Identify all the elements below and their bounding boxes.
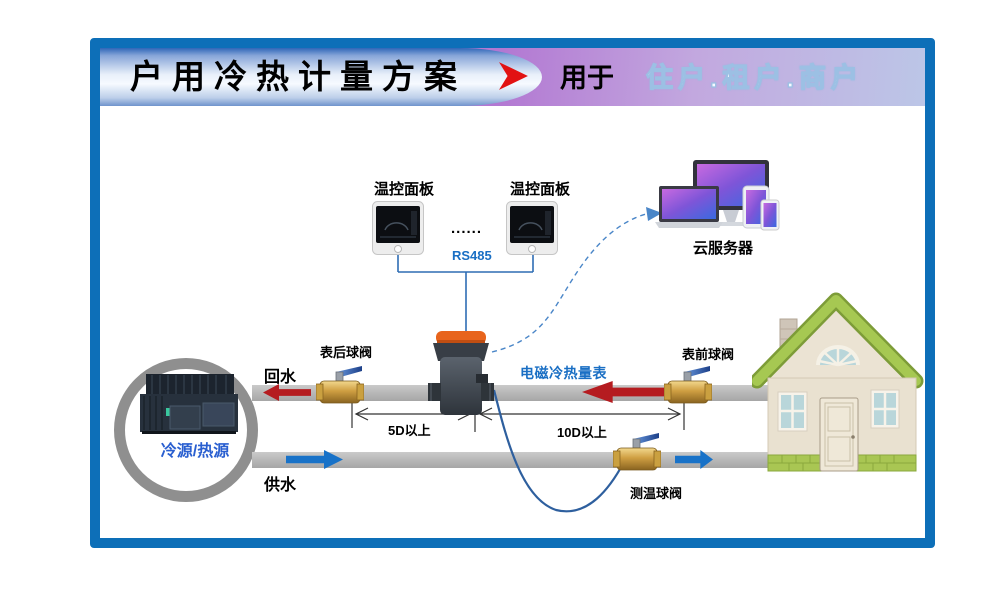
house-icon [752,292,924,472]
supply-flow-arrow-left [286,450,343,469]
return-flow-arrow-left [263,384,311,401]
thermostat2-label: 温控面板 [510,181,571,198]
ball-valve-after-meter-icon [316,366,364,404]
return-flow-arrow-mid [582,381,674,403]
header-banner-left [100,48,542,106]
rs485-bus-lines [397,254,534,333]
page-title: 户用冷热计量方案 [130,58,466,95]
for-label: 用于 [560,63,614,93]
thermostat-panel-icon [372,201,424,255]
ball-valve-before-meter-icon [664,366,712,404]
dimension-5d-label: 5D以上 [388,423,431,438]
valve-before-meter-label: 表前球阀 [682,347,735,362]
source-label: 冷源/热源 [160,443,230,460]
supply-pipe-label: 供水 [264,477,297,494]
red-chevron-icon [499,62,528,90]
thermostat1-label: 温控面板 [374,181,435,198]
supply-flow-arrow-right [675,450,713,469]
meter-label: 电磁冷热量表 [520,365,607,381]
temperature-sensor-cable [492,389,637,513]
cloud-server-label: 云服务器 [693,240,754,257]
ball-valve-temperature-icon [613,433,661,471]
cloud-server-devices-icon [655,160,780,231]
valve-temperature-label: 测温球阀 [630,486,683,501]
valve-after-meter-label: 表后球阀 [320,345,373,360]
return-pipe-label: 回水 [264,369,297,386]
cloud-uplink-dashed-arrow [491,207,662,353]
chiller-icon [140,374,238,434]
more-panels-ellipsis: ...... [451,220,483,237]
rs485-bus-label: RS485 [452,248,492,263]
heat-meter-icon [428,331,494,415]
audience-label: 住户.租户.商户 [645,62,864,93]
thermostat-panel-icon [506,201,558,255]
dimension-10d-label: 10D以上 [557,425,607,440]
